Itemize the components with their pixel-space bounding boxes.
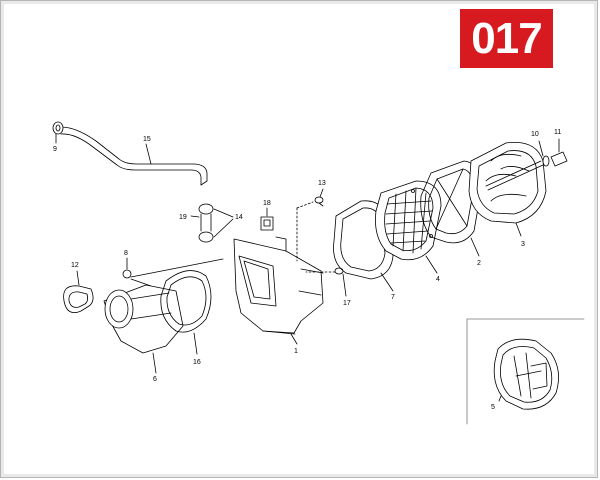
part-13-screw xyxy=(296,188,324,262)
callout-7: 7 xyxy=(391,294,395,301)
part-15-tube xyxy=(60,126,208,186)
callout-8: 8 xyxy=(124,250,128,257)
part-6-adapter xyxy=(103,284,184,374)
callout-19: 19 xyxy=(179,214,187,221)
callout-9: 9 xyxy=(53,146,57,153)
part-18-connector xyxy=(260,207,274,231)
callout-14: 14 xyxy=(235,214,243,221)
callout-16: 16 xyxy=(193,359,201,366)
callout-12: 12 xyxy=(71,262,79,269)
part-14-fittings xyxy=(190,203,234,243)
callout-5: 5 xyxy=(491,404,495,411)
callout-10: 10 xyxy=(531,131,539,138)
part-12-clip xyxy=(63,270,94,314)
part-1-housing xyxy=(233,236,324,345)
callout-17: 17 xyxy=(343,300,351,307)
part-11-knob xyxy=(550,138,568,167)
part-7-gasket xyxy=(333,200,394,292)
callout-2: 2 xyxy=(477,260,481,267)
callout-1: 1 xyxy=(294,348,298,355)
part-3-cover xyxy=(468,142,547,237)
callout-15: 15 xyxy=(143,136,151,143)
callout-labels: 15 9 18 19 14 13 10 11 3 2 4 7 17 8 12 1… xyxy=(53,129,561,411)
part-8-nut xyxy=(122,257,224,287)
part-10-bolt xyxy=(485,140,550,191)
callout-6: 6 xyxy=(153,376,157,383)
callout-13: 13 xyxy=(318,180,326,187)
part-4-filter-screen xyxy=(375,180,442,274)
page-number-badge: 017 xyxy=(460,9,553,68)
part-5-inset-cover xyxy=(493,338,559,410)
callout-4: 4 xyxy=(436,276,440,283)
callout-18: 18 xyxy=(263,200,271,207)
inset-panel xyxy=(466,318,585,425)
callout-11: 11 xyxy=(554,129,561,136)
part-16-gasket xyxy=(160,270,212,355)
part-9-clamp xyxy=(52,121,64,144)
callout-3: 3 xyxy=(521,241,525,248)
